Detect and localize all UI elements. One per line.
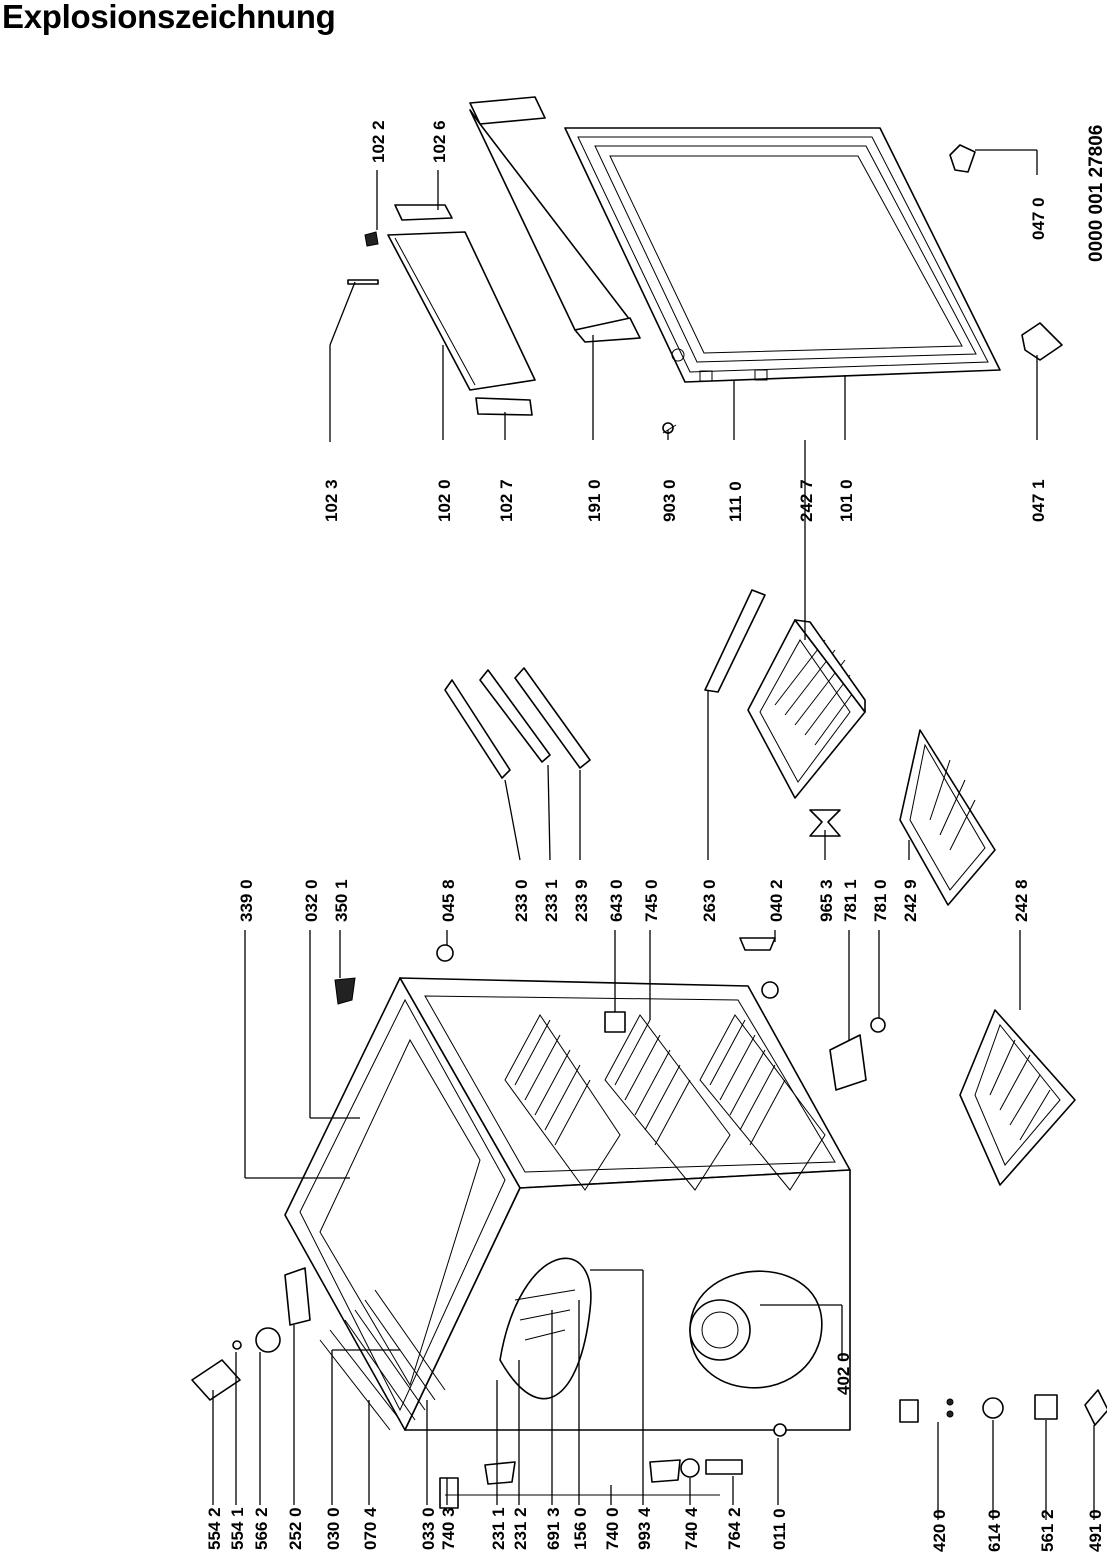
cabinet-small-parts: [334, 937, 886, 1091]
label-242-7: 242 7: [797, 479, 816, 522]
label-263-0: 263 0: [700, 879, 719, 922]
label-047-1: 047 1: [1029, 479, 1048, 522]
label-764-2: 764 2: [725, 1507, 744, 1550]
label-566-2: 566 2: [252, 1507, 271, 1550]
part-labels: 102 3 102 2 102 6 102 0 102 7 191 0 903 …: [205, 120, 1105, 1552]
label-032-0: 032 0: [302, 879, 321, 922]
label-993-4: 993 4: [635, 1507, 654, 1550]
label-554-1: 554 1: [228, 1507, 247, 1550]
label-102-7: 102 7: [497, 479, 516, 522]
label-111-0: 111 0: [726, 481, 745, 522]
door-gasket-strip: [469, 96, 641, 343]
label-781-0: 781 0: [871, 879, 890, 922]
door-panel: [564, 127, 1001, 383]
label-420-0: 420 0: [930, 1509, 949, 1552]
label-740-4: 740 4: [682, 1507, 701, 1550]
label-339-0: 339 0: [237, 879, 256, 922]
label-030-0: 030 0: [324, 1507, 343, 1550]
label-965-3: 965 3: [817, 879, 836, 922]
label-033-0: 033 0: [419, 1507, 438, 1550]
hinge-cap-top: [949, 144, 976, 173]
drawer-upper: [747, 619, 866, 799]
drawer-lower: [959, 1009, 1076, 1186]
label-781-1: 781 1: [841, 879, 860, 922]
label-233-9: 233 9: [572, 879, 591, 922]
page-title: Explosionszeichnung: [2, 0, 336, 35]
door-hinge-small-part: [662, 422, 677, 434]
label-242-8: 242 8: [1012, 879, 1031, 922]
label-191-0: 191 0: [585, 479, 604, 522]
label-252-0: 252 0: [286, 1507, 305, 1550]
label-350-1: 350 1: [332, 879, 351, 922]
label-740-3: 740 3: [439, 1507, 458, 1550]
label-402-0: 402 0: [834, 1352, 853, 1395]
label-903-0: 903 0: [660, 479, 679, 522]
shelf-rails: [444, 667, 591, 779]
label-233-0: 233 0: [512, 879, 531, 922]
label-102-6: 102 6: [430, 120, 449, 163]
label-491-0: 491 0: [1086, 1509, 1105, 1552]
label-070-4: 070 4: [361, 1507, 380, 1550]
shelf-grids: [504, 1014, 826, 1191]
label-102-0: 102 0: [435, 479, 454, 522]
label-231-2: 231 2: [511, 1507, 530, 1550]
leader-lines: [212, 149, 1095, 1520]
bottom-small-parts: [899, 1389, 1107, 1426]
label-047-0: 047 0: [1029, 197, 1048, 240]
drawer-frame-bar: [704, 589, 766, 693]
label-231-1: 231 1: [489, 1507, 508, 1550]
label-102-3: 102 3: [322, 479, 341, 522]
label-102-2: 102 2: [369, 120, 388, 163]
hinge-cap-bottom: [1021, 322, 1063, 361]
left-side-parts: [191, 1267, 787, 1509]
label-011-0: 011 0: [770, 1508, 789, 1550]
label-614-0: 614 0: [985, 1509, 1004, 1552]
document-reference-number: 0000 001 27806: [1086, 125, 1107, 262]
label-156-0: 156 0: [571, 1507, 590, 1550]
label-745-0: 745 0: [642, 879, 661, 922]
leveling-foot: [809, 809, 841, 837]
label-045-8: 045 8: [439, 879, 458, 922]
label-101-0: 101 0: [837, 479, 856, 522]
label-561-2: 561 2: [1038, 1509, 1057, 1552]
label-233-1: 233 1: [542, 879, 561, 922]
drawer-middle: [899, 729, 996, 906]
door-shelf: [347, 204, 536, 416]
label-691-3: 691 3: [544, 1507, 563, 1550]
label-740-0: 740 0: [603, 1507, 622, 1550]
rear-components: [499, 1257, 823, 1400]
label-040-2: 040 2: [767, 879, 786, 922]
label-643-0: 643 0: [607, 879, 626, 922]
label-242-9: 242 9: [901, 879, 920, 922]
label-554-2: 554 2: [205, 1507, 224, 1550]
